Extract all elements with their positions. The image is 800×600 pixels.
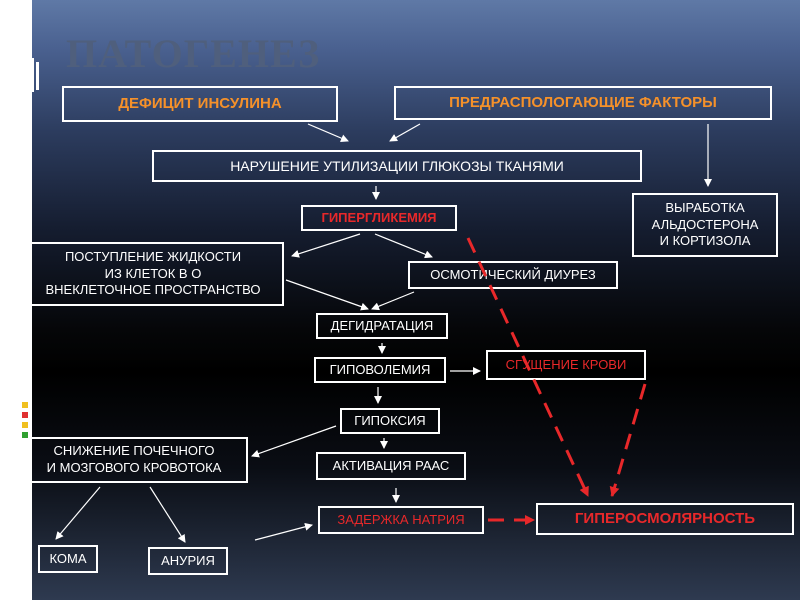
- node-hyperosmolarity: ГИПЕРОСМОЛЯРНОСТЬ: [536, 503, 794, 535]
- slide: ПАТОГЕНЕЗ ДЕФИЦИТ ИНСУЛИНА ПРЕДРАСПОЛОГА…: [32, 0, 800, 600]
- node-anuria: АНУРИЯ: [148, 547, 228, 575]
- node-renal-cerebral-flow: СНИЖЕНИЕ ПОЧЕЧНОГО И МОЗГОВОГО КРОВОТОКА: [32, 437, 248, 483]
- node-insulin-deficit: ДЕФИЦИТ ИНСУЛИНА: [62, 86, 338, 122]
- left-margin-strip: [0, 0, 32, 600]
- node-fluid-shift: ПОСТУПЛЕНИЕ ЖИДКОСТИ ИЗ КЛЕТОК В О ВНЕКЛ…: [32, 242, 284, 306]
- node-predisposing-factors: ПРЕДРАСПОЛОГАЮЩИЕ ФАКТОРЫ: [394, 86, 772, 120]
- node-sodium-retention: ЗАДЕРЖКА НАТРИЯ: [318, 506, 484, 534]
- decor-square-4: [22, 432, 28, 438]
- slide-title: ПАТОГЕНЕЗ: [66, 31, 321, 76]
- node-osmotic-diuresis: ОСМОТИЧЕСКИЙ ДИУРЕЗ: [408, 261, 618, 289]
- node-aldosterone-cortisol: ВЫРАБОТКА АЛЬДОСТЕРОНА И КОРТИЗОЛА: [632, 193, 778, 257]
- decor-square-3: [22, 422, 28, 428]
- decor-bar: [32, 58, 34, 92]
- node-glucose-utilization: НАРУШЕНИЕ УТИЛИЗАЦИИ ГЛЮКОЗЫ ТКАНЯМИ: [152, 150, 642, 182]
- node-hypoxia: ГИПОКСИЯ: [340, 408, 440, 434]
- decor-bar: [36, 62, 39, 90]
- decor-square-2: [22, 412, 28, 418]
- node-hypovolemia: ГИПОВОЛЕМИЯ: [314, 357, 446, 383]
- node-coma: КОМА: [38, 545, 98, 573]
- decor-square-1: [22, 402, 28, 408]
- node-blood-thickening: СГУЩЕНИЕ КРОВИ: [486, 350, 646, 380]
- node-dehydration: ДЕГИДРАТАЦИЯ: [316, 313, 448, 339]
- node-hyperglycemia: ГИПЕРГЛИКЕМИЯ: [301, 205, 457, 231]
- node-raas-activation: АКТИВАЦИЯ РААС: [316, 452, 466, 480]
